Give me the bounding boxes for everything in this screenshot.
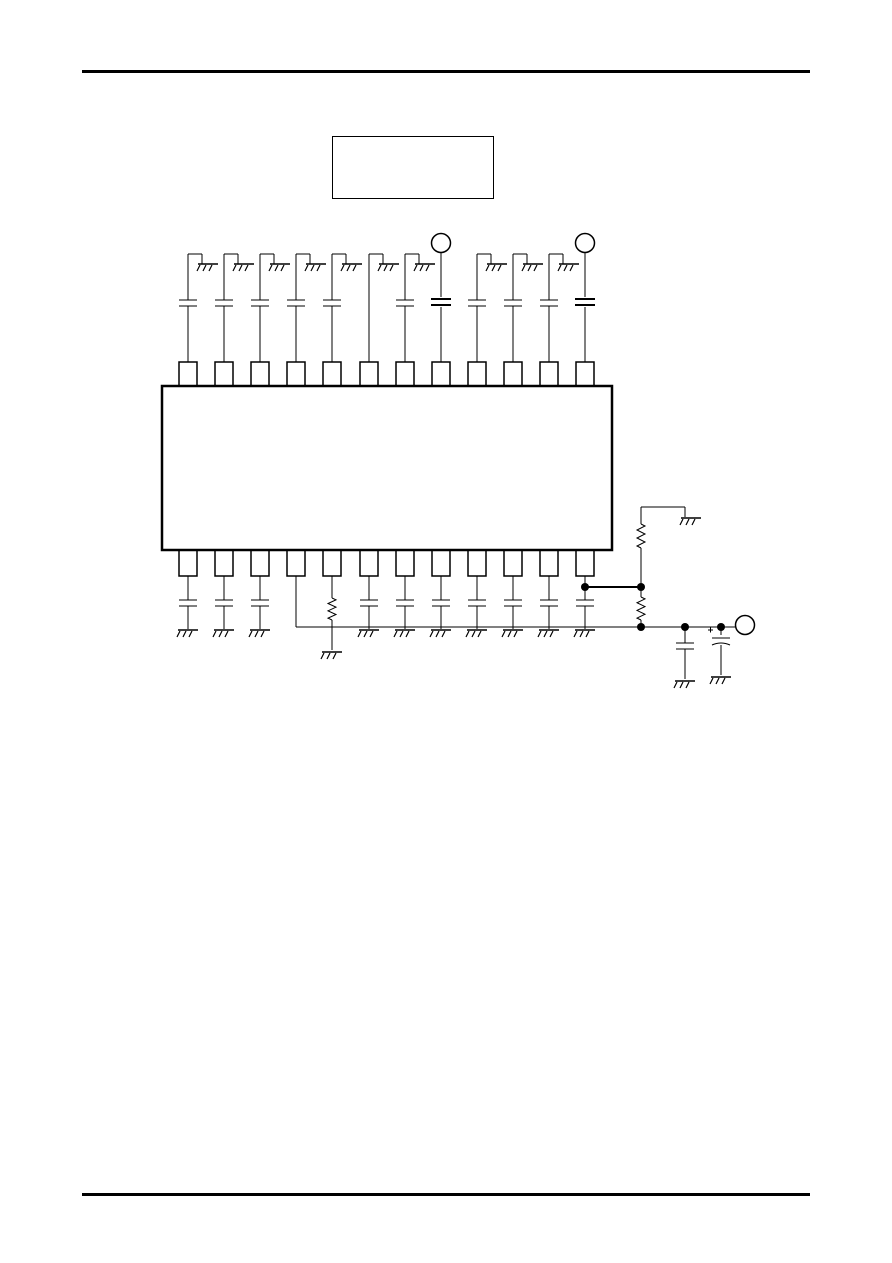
ground-symbol	[248, 629, 271, 638]
bypass-capacitor	[504, 299, 522, 307]
bypass-capacitor	[540, 299, 558, 307]
ic-pin-top	[575, 361, 595, 387]
junction-dot	[717, 623, 725, 631]
ground-symbol	[340, 263, 363, 272]
ic-pin-bottom	[214, 549, 234, 577]
ground-symbol	[413, 263, 436, 272]
footer-rule	[82, 1193, 810, 1196]
ground-symbol	[232, 263, 255, 272]
bypass-capacitor	[468, 299, 486, 307]
bypass-capacitor	[251, 599, 269, 607]
bypass-capacitor	[360, 599, 378, 607]
bypass-capacitor	[179, 299, 197, 307]
ic-pin-top	[539, 361, 559, 387]
header-rule	[82, 70, 810, 73]
ground-symbol	[465, 629, 488, 638]
bypass-capacitor	[179, 599, 197, 607]
terminal-circle	[734, 614, 756, 636]
ground-symbol	[176, 629, 199, 638]
ground-symbol	[377, 263, 400, 272]
ground-symbol	[673, 680, 696, 689]
bypass-capacitor	[432, 599, 450, 607]
ic-pin-top	[395, 361, 415, 387]
bypass-capacitor	[215, 599, 233, 607]
ic-pin-top	[178, 361, 198, 387]
ic-pin-top	[467, 361, 487, 387]
ground-symbol	[679, 517, 702, 526]
ground-symbol	[537, 629, 560, 638]
ic-pin-bottom	[178, 549, 198, 577]
coupling-capacitor	[575, 298, 595, 306]
bias-resistor	[326, 597, 338, 621]
bypass-capacitor	[215, 299, 233, 307]
ic-pin-bottom	[286, 549, 306, 577]
ic-body	[160, 384, 614, 552]
ground-symbol	[485, 263, 508, 272]
ground-symbol	[429, 629, 452, 638]
junction-dot	[581, 583, 589, 591]
electrolytic-capacitor	[708, 627, 731, 646]
ic-pin-bottom	[250, 549, 270, 577]
ground-symbol	[212, 629, 235, 638]
ic-pin-top	[250, 361, 270, 387]
bypass-capacitor	[396, 299, 414, 307]
ic-pin-top	[503, 361, 523, 387]
ic-pin-bottom	[503, 549, 523, 577]
ic-pin-bottom	[575, 549, 595, 577]
ic-pin-bottom	[359, 549, 379, 577]
ic-pin-bottom	[467, 549, 487, 577]
coupling-capacitor	[431, 298, 451, 306]
ground-symbol	[320, 651, 343, 660]
ground-symbol	[393, 629, 416, 638]
ground-symbol	[709, 676, 732, 685]
ic-pin-top	[431, 361, 451, 387]
ground-symbol	[357, 629, 380, 638]
bypass-capacitor	[576, 599, 594, 607]
ic-pin-top	[214, 361, 234, 387]
ground-symbol	[268, 263, 291, 272]
decoupling-capacitor	[676, 642, 694, 650]
ground-symbol	[196, 263, 219, 272]
terminal-circle	[574, 232, 596, 254]
bypass-capacitor	[468, 599, 486, 607]
ic-pin-bottom	[395, 549, 415, 577]
ic-pin-top	[322, 361, 342, 387]
ic-pin-top	[359, 361, 379, 387]
ground-symbol	[521, 263, 544, 272]
bypass-capacitor	[323, 299, 341, 307]
junction-dot	[637, 583, 645, 591]
bypass-capacitor	[251, 299, 269, 307]
ground-symbol	[557, 263, 580, 272]
title-box	[332, 136, 494, 199]
ic-pin-bottom	[431, 549, 451, 577]
bypass-capacitor	[396, 599, 414, 607]
junction-dot	[681, 623, 689, 631]
ground-symbol	[501, 629, 524, 638]
bypass-capacitor	[540, 599, 558, 607]
bypass-capacitor	[287, 299, 305, 307]
divider-resistor-lower	[635, 596, 647, 621]
ic-pin-top	[286, 361, 306, 387]
ground-symbol	[304, 263, 327, 272]
bypass-capacitor	[504, 599, 522, 607]
ic-pin-bottom	[539, 549, 559, 577]
divider-resistor-upper	[635, 523, 647, 549]
ground-symbol	[573, 629, 596, 638]
junction-dot	[637, 623, 645, 631]
terminal-circle	[430, 232, 452, 254]
ic-pin-bottom	[322, 549, 342, 577]
